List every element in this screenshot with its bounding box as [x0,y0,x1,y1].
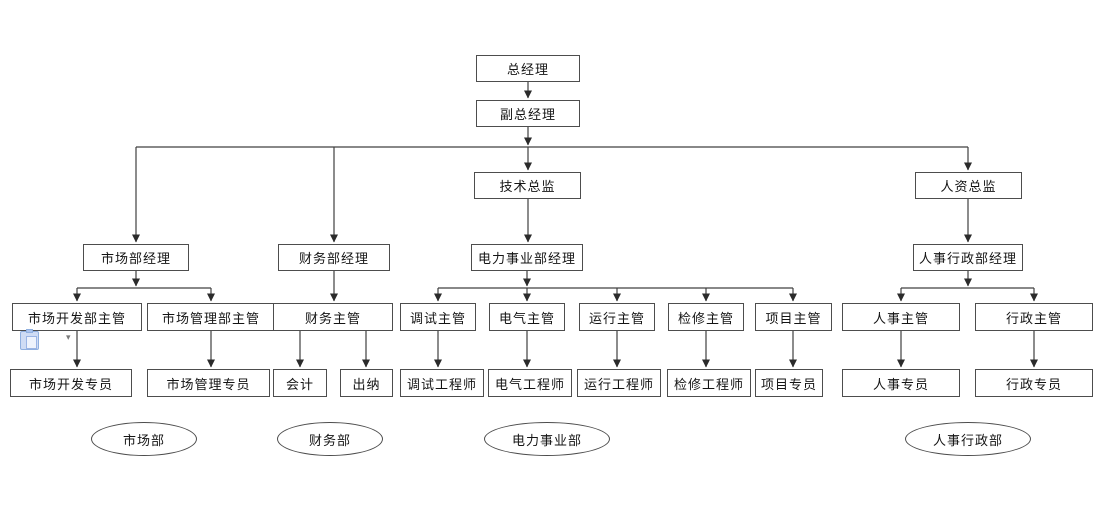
node-maintenance-engineer: 检修工程师 [667,369,751,397]
node-market-development-supervisor: 市场开发部主管 [12,303,142,331]
group-ellipse-marketing-dept: 市场部 [91,422,197,456]
group-ellipse-hr-admin-dept: 人事行政部 [905,422,1031,456]
node-marketing-dept-manager: 市场部经理 [83,244,189,271]
node-cashier: 出纳 [340,369,393,397]
node-admin-supervisor: 行政主管 [975,303,1093,331]
dropdown-caret-icon: ▾ [66,332,71,342]
group-ellipse-finance-dept: 财务部 [277,422,383,456]
node-market-management-specialist: 市场管理专员 [147,369,270,397]
node-technical-director: 技术总监 [474,172,581,199]
node-market-development-specialist: 市场开发专员 [10,369,132,397]
node-finance-dept-manager: 财务部经理 [278,244,390,271]
node-operations-supervisor: 运行主管 [579,303,655,331]
node-hr-admin-dept-manager: 人事行政部经理 [913,244,1023,271]
node-deputy-general-manager: 副总经理 [476,100,580,127]
node-electrical-supervisor: 电气主管 [489,303,565,331]
node-general-manager: 总经理 [476,55,580,82]
node-maintenance-supervisor: 检修主管 [668,303,744,331]
group-ellipse-power-division: 电力事业部 [484,422,610,456]
node-operations-engineer: 运行工程师 [577,369,661,397]
node-hr-specialist: 人事专员 [842,369,960,397]
node-market-management-supervisor: 市场管理部主管 [147,303,275,331]
node-admin-specialist: 行政专员 [975,369,1093,397]
node-power-division-manager: 电力事业部经理 [471,244,583,271]
node-electrical-engineer: 电气工程师 [488,369,572,397]
node-commissioning-engineer: 调试工程师 [400,369,484,397]
clipboard-paste-icon [20,329,39,350]
node-finance-supervisor: 财务主管 [273,303,393,331]
node-project-supervisor: 项目主管 [755,303,832,331]
node-accountant: 会计 [273,369,327,397]
node-commissioning-supervisor: 调试主管 [400,303,476,331]
node-hr-supervisor: 人事主管 [842,303,960,331]
paste-options-button[interactable]: ▾ [20,329,80,355]
node-project-specialist: 项目专员 [755,369,823,397]
node-hr-director: 人资总监 [915,172,1022,199]
